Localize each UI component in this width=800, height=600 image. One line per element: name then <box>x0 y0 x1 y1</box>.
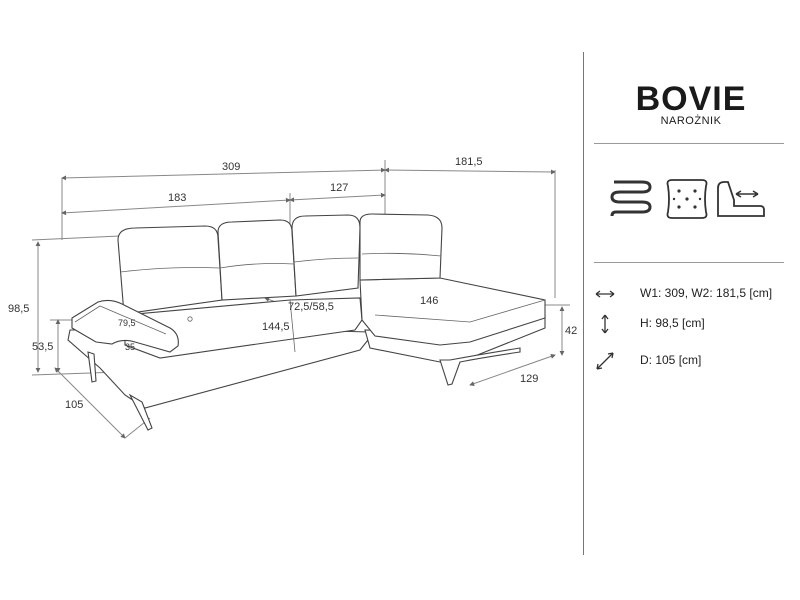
divider-top <box>594 143 784 144</box>
divider-middle <box>594 262 784 263</box>
dim-depth: 105 <box>65 399 83 411</box>
spec-depth-text: D: 105 [cm] <box>640 353 702 367</box>
dim-seat-section-width: 183 <box>168 192 186 204</box>
adjustable-headrest-icon <box>712 176 768 222</box>
quilted-cushion-icon <box>662 176 712 222</box>
dim-middle-section-width: 127 <box>330 182 348 194</box>
dim-corner-width: 181,5 <box>455 156 483 168</box>
width-arrow-icon <box>594 283 616 305</box>
dim-height: 98,5 <box>8 303 29 315</box>
spring-icon <box>606 176 656 222</box>
dim-total-width: 309 <box>222 161 240 173</box>
dim-seat-depth: 72,5/58,5 <box>288 301 334 313</box>
dim-seat-width: 144,5 <box>262 321 290 333</box>
product-name: BOVIE <box>635 80 747 118</box>
height-arrow-icon <box>594 313 616 335</box>
spec-height-text: H: 98,5 [cm] <box>640 316 705 330</box>
depth-arrow-icon <box>594 350 616 372</box>
product-type: NAROŻNIK <box>660 115 722 127</box>
dim-armrest-length: 79,5 <box>118 318 136 328</box>
dim-chaise-length: 146 <box>420 295 438 307</box>
dim-seat-height: 53,5 <box>32 341 53 353</box>
spec-width-text: W1: 309, W2: 181,5 [cm] <box>640 286 773 300</box>
vertical-divider <box>583 52 584 555</box>
spec-depth: D: 105 [cm] <box>592 350 792 372</box>
spec-height: H: 98,5 [cm] <box>592 313 792 335</box>
dim-chaise-depth: 129 <box>520 373 538 385</box>
spec-width: W1: 309, W2: 181,5 [cm] <box>592 283 792 305</box>
dim-armrest-width: 35 <box>125 342 135 352</box>
dim-chaise-seat-height: 42 <box>565 325 577 337</box>
sofa-outline <box>67 213 546 431</box>
